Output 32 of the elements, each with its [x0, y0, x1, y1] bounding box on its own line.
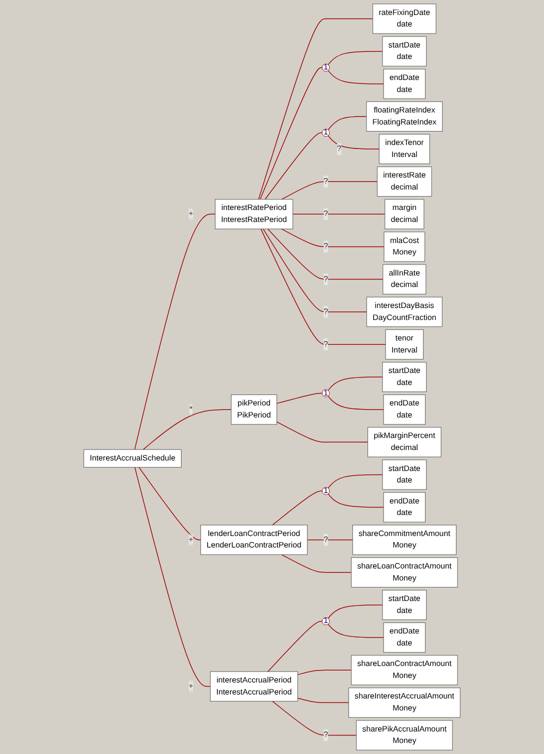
connector	[276, 421, 368, 442]
connector	[262, 228, 368, 312]
connector	[276, 392, 323, 404]
connector	[134, 214, 216, 450]
connector	[260, 67, 323, 200]
connector	[328, 624, 384, 638]
connector	[328, 70, 384, 84]
connector	[281, 554, 352, 573]
connector	[272, 700, 357, 736]
connector	[328, 474, 383, 488]
connector	[328, 50, 383, 66]
connector	[328, 376, 383, 391]
connector	[260, 228, 386, 345]
connector	[267, 228, 384, 280]
connector	[328, 116, 367, 130]
connector	[272, 490, 323, 526]
connector	[328, 493, 384, 508]
connector	[134, 466, 211, 687]
connector	[281, 181, 378, 200]
connector	[297, 698, 350, 704]
connector	[292, 214, 386, 215]
connector	[328, 396, 384, 410]
connector	[142, 409, 232, 450]
connector	[264, 132, 323, 200]
connector	[138, 466, 202, 540]
connector	[306, 539, 354, 540]
connector	[328, 604, 383, 619]
connector	[328, 135, 380, 150]
connector	[297, 670, 352, 676]
connector	[267, 620, 323, 672]
connector	[258, 18, 374, 200]
connector	[281, 228, 384, 248]
